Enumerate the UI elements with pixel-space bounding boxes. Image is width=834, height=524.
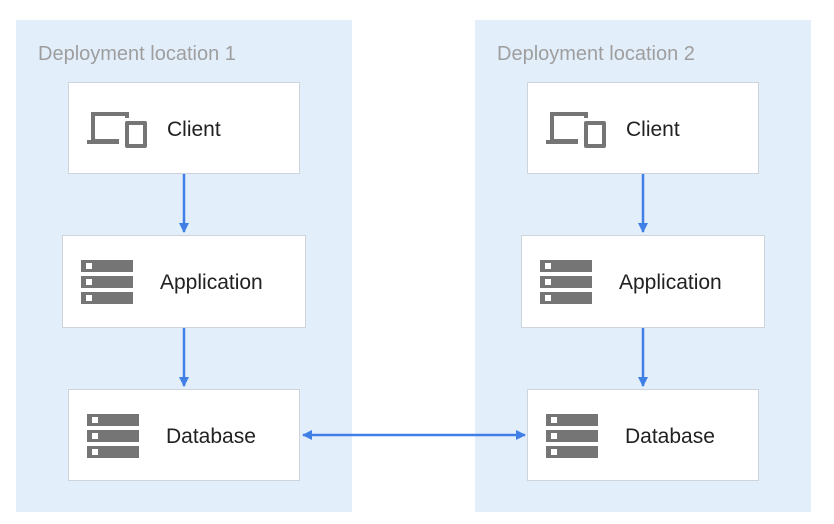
client-node: Client: [527, 82, 759, 174]
deployment-location-1: Deployment location 1 Client Application: [16, 20, 352, 512]
server-icon: [546, 414, 598, 458]
deployment-location-2: Deployment location 2 Client Application: [475, 20, 811, 512]
server-icon: [81, 260, 133, 304]
laptop-phone-icon: [87, 112, 147, 148]
server-icon: [540, 260, 592, 304]
laptop-phone-icon: [546, 112, 606, 148]
database-node: Database: [68, 389, 300, 481]
node-label: Client: [167, 118, 221, 141]
database-node: Database: [527, 389, 759, 481]
node-label: Client: [626, 118, 680, 141]
application-node: Application: [62, 235, 306, 328]
node-label: Database: [166, 425, 256, 448]
node-label: Database: [625, 425, 715, 448]
server-icon: [87, 414, 139, 458]
node-label: Application: [160, 271, 263, 294]
application-node: Application: [521, 235, 765, 328]
node-label: Application: [619, 271, 722, 294]
client-node: Client: [68, 82, 300, 174]
region-title: Deployment location 2: [497, 43, 695, 65]
region-title: Deployment location 1: [38, 43, 236, 65]
